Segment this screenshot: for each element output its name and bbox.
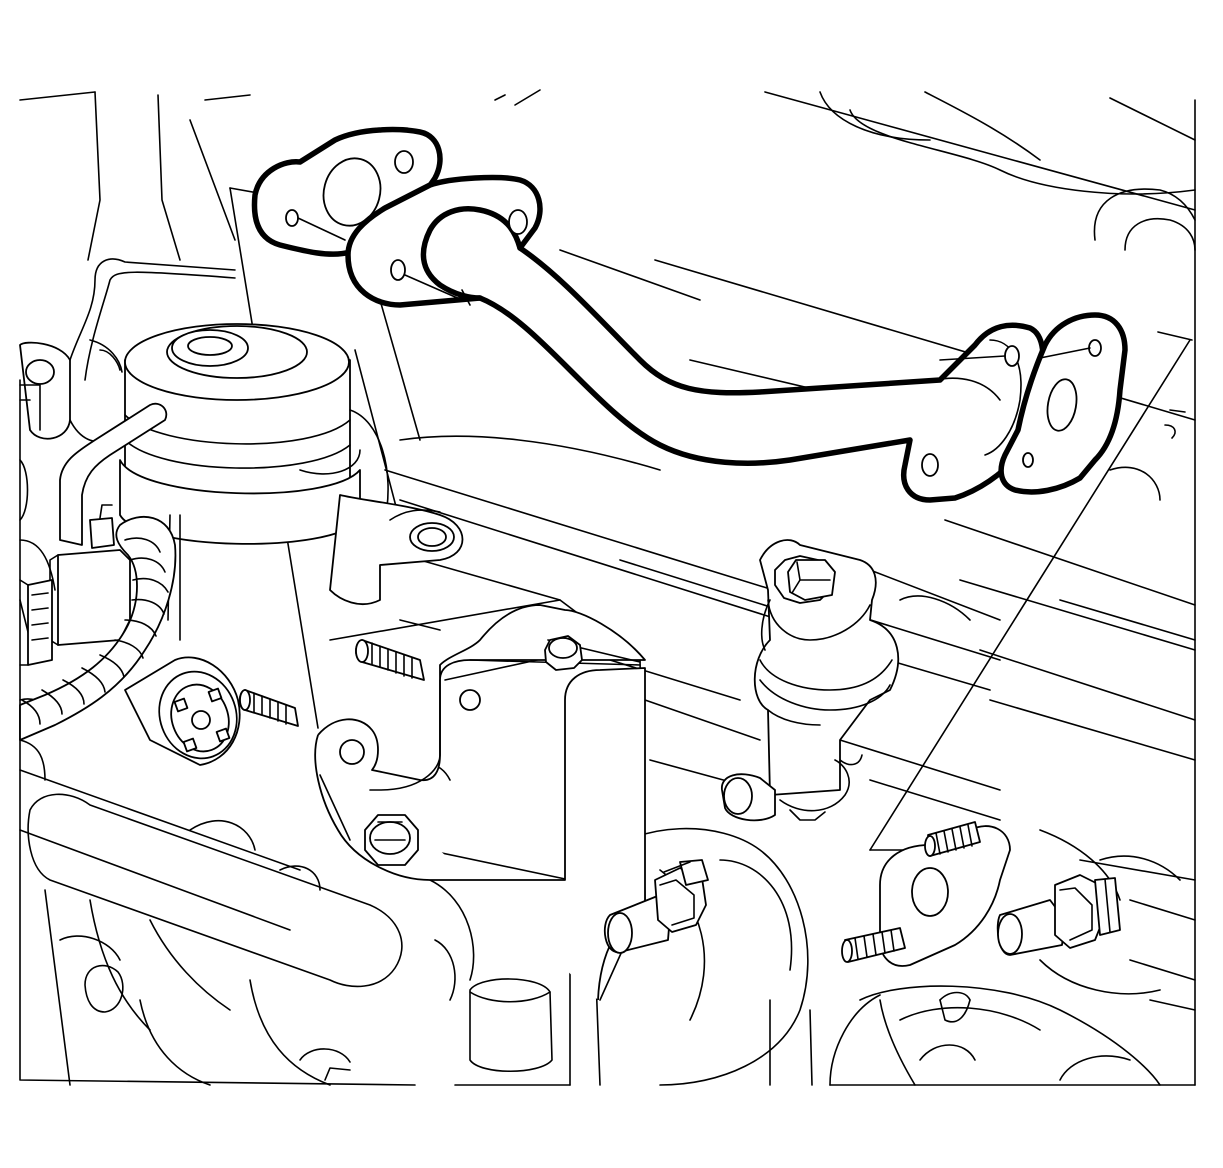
egr-gasket-upper <box>251 126 443 257</box>
nut-stud-center <box>603 859 709 954</box>
egr-pipe <box>345 174 1046 503</box>
nut-stud-right <box>996 874 1121 956</box>
manifold-stub <box>721 539 899 822</box>
stud-upper-left <box>355 639 425 681</box>
egr-gasket-lower <box>998 312 1128 495</box>
lower-right-flange <box>841 821 1011 967</box>
egr-valve <box>119 323 464 641</box>
sensor-connector <box>124 656 241 766</box>
mounting-bracket <box>314 604 646 1001</box>
stud-lower-left <box>238 689 299 727</box>
vacuum-hoses <box>19 258 236 726</box>
wiring-harness <box>19 516 177 781</box>
